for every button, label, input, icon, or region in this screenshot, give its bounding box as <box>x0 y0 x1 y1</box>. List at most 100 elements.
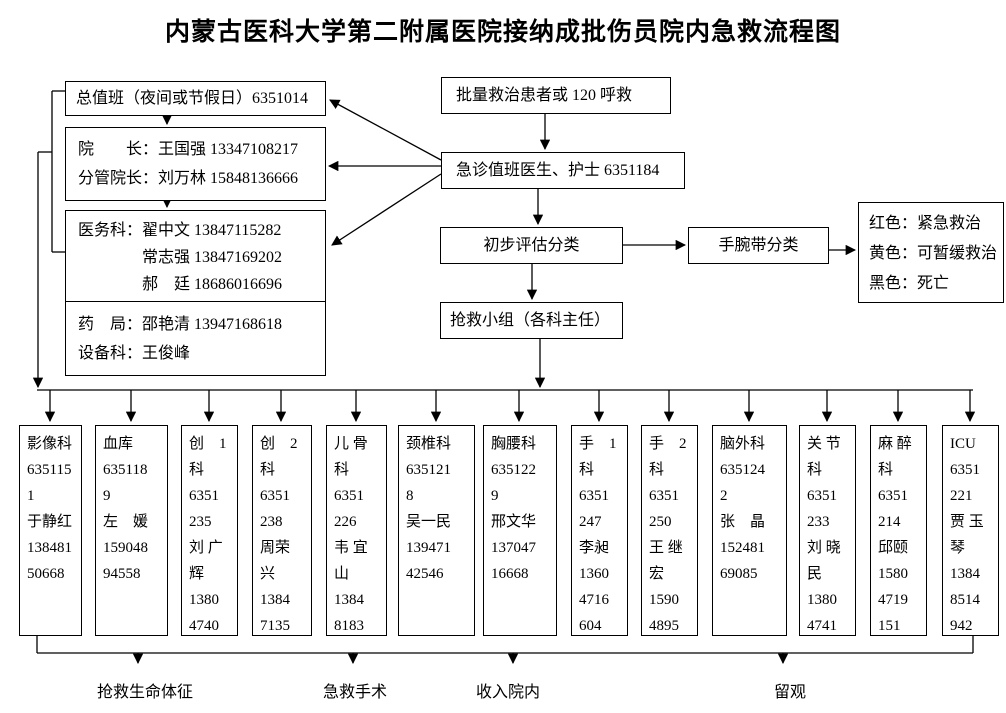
er-duty-box: 急诊值班医生、护士 6351184 <box>441 152 685 189</box>
text-line: 6351 <box>334 488 364 504</box>
text-line: 1 <box>27 488 35 504</box>
text-line: 药 局：邵艳清 13947168618 <box>78 316 283 333</box>
text-line: 李昶 <box>579 540 610 556</box>
outcome-label-resuscitate: 抢救生命体征 <box>96 684 194 701</box>
text-line: 4716 <box>579 592 609 608</box>
text-line: 刘 广 <box>189 540 223 556</box>
text-line: 635124 <box>720 462 765 478</box>
text-line: 手 2 <box>649 436 687 452</box>
text-line: 常志强 13847169202 <box>78 249 283 266</box>
text-line: 6351 <box>878 488 908 504</box>
text-line: 6351 <box>807 488 837 504</box>
text-line: 4719 <box>878 592 908 608</box>
text-line: 235 <box>189 514 212 530</box>
text-line: 4895 <box>649 618 679 634</box>
wristband-colors-box: 红色：紧急救治黄色：可暂缓救治黑色：死亡 <box>858 202 1004 303</box>
mass-casualty-box: 批量救治患者或 120 呼救 <box>441 77 671 114</box>
text-line: 邱颐 <box>878 540 909 556</box>
text-line: 138481 <box>27 540 72 556</box>
text-line: 贾 玉 <box>950 514 984 530</box>
text-line: 42546 <box>406 566 444 582</box>
text-line: 创 2 <box>260 436 298 452</box>
text-line: 黄色：可暂缓救治 <box>869 245 998 262</box>
text-line: 兴 <box>260 566 276 582</box>
text-line: 脑外科 <box>720 436 766 452</box>
text-line: 吴一民 <box>406 514 452 530</box>
text-line: 226 <box>334 514 357 530</box>
text-line: 创 1 <box>189 436 227 452</box>
dept-box-thoracolumbar: 胸腰科 635122 9 邢文华 137047 16668 <box>483 425 557 636</box>
text-line: 1384 <box>260 592 290 608</box>
text-line: 942 <box>950 618 973 634</box>
text-line: 设备科：王俊峰 <box>78 345 191 362</box>
text-line: 250 <box>649 514 672 530</box>
page-title: 内蒙古医科大学第二附属医院接纳成批伤员院内急救流程图 <box>164 18 841 46</box>
text-line: 1380 <box>807 592 837 608</box>
text-line: 9 <box>103 488 111 504</box>
text-line: 4741 <box>807 618 837 634</box>
text-line: 科 <box>189 462 205 478</box>
text-line: 儿 骨 <box>334 436 368 452</box>
text-line: 科 <box>334 462 350 478</box>
text-line: 8 <box>406 488 414 504</box>
text-line: 159048 <box>103 540 148 556</box>
text-line: 科 <box>260 462 276 478</box>
text-line: 山 <box>334 566 350 582</box>
text-line: 6351 <box>579 488 609 504</box>
text-line: 16668 <box>491 566 529 582</box>
text-line: 科 <box>807 462 823 478</box>
text-line: 6351 <box>189 488 219 504</box>
text-line: 医务科：翟中文 13847115282 <box>78 222 282 239</box>
text-line: 604 <box>579 618 602 634</box>
outcome-label-observe: 留观 <box>773 684 807 701</box>
rescue-team-box: 抢救小组（各科主任） <box>440 302 623 339</box>
text-line: 151 <box>878 618 901 634</box>
text-line: 221 <box>950 488 973 504</box>
text-line: 94558 <box>103 566 141 582</box>
text-line: 6351 <box>649 488 679 504</box>
pharmacy-equipment-box: 药 局：邵艳清 13947168618 设备科：王俊峰 <box>65 301 326 376</box>
text-line: 8183 <box>334 618 364 634</box>
text-line: 1380 <box>189 592 219 608</box>
duty-office-box: 总值班（夜间或节假日）6351014 <box>65 81 326 116</box>
text-line: 张 晶 <box>720 514 766 530</box>
text-line: 137047 <box>491 540 536 556</box>
text-line: 郝 廷 18686016696 <box>78 276 283 293</box>
text-line: 233 <box>807 514 830 530</box>
text-line: 血库 <box>103 436 134 452</box>
text-line: 周荣 <box>260 540 291 556</box>
text-line: 1384 <box>950 566 980 582</box>
text-line: 琴 <box>950 540 966 556</box>
text-line: 635122 <box>491 462 536 478</box>
text-line: 邢文华 <box>491 514 537 530</box>
text-line: 黑色：死亡 <box>869 275 950 292</box>
text-line: 分管院长：刘万林 15848136666 <box>78 170 299 187</box>
text-line: 635118 <box>103 462 148 478</box>
text-line: 刘 晓 <box>807 540 841 556</box>
text-line: 颈椎科 <box>406 436 452 452</box>
text-line: 247 <box>579 514 602 530</box>
text-line: 2 <box>720 488 728 504</box>
text-line: 50668 <box>27 566 65 582</box>
text-line: 4740 <box>189 618 219 634</box>
outcome-label-emergency-surgery: 急救手术 <box>322 684 388 701</box>
text-line: 胸腰科 <box>491 436 537 452</box>
text-line: 1360 <box>579 566 609 582</box>
text-line: 635121 <box>406 462 451 478</box>
text-line: 9 <box>491 488 499 504</box>
text-line: 宏 <box>649 566 665 582</box>
text-line: 6351 <box>950 462 980 478</box>
text-line: 科 <box>579 462 595 478</box>
text-line: 635115 <box>27 462 72 478</box>
text-line: 6351 <box>260 488 290 504</box>
